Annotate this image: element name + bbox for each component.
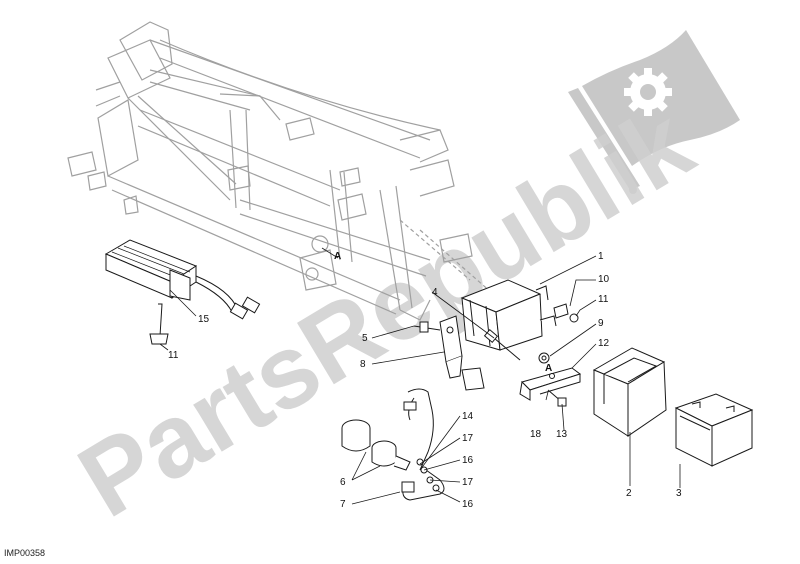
starter-relay bbox=[341, 419, 411, 471]
callout-12: 12 bbox=[598, 338, 610, 349]
mounting-bracket bbox=[439, 315, 485, 391]
callout-14: 14 bbox=[462, 411, 474, 422]
battery-clamp bbox=[519, 367, 582, 401]
diagram-reference-code: IMP00358 bbox=[4, 548, 46, 558]
nut-9 bbox=[538, 352, 550, 364]
callout-11-right: 11 bbox=[598, 294, 609, 305]
callout-17-lower: 17 bbox=[462, 477, 474, 488]
bolt-5 bbox=[413, 321, 441, 333]
gear-flag-icon bbox=[568, 30, 740, 194]
callout-1: 1 bbox=[598, 251, 604, 262]
callout-9: 9 bbox=[598, 318, 604, 329]
callout-6: 6 bbox=[340, 477, 346, 488]
callouts: 1 10 11 9 12 4 5 8 15 11 A A 18 13 2 3 1… bbox=[168, 251, 682, 510]
bolt-13 bbox=[547, 389, 567, 407]
callout-13: 13 bbox=[556, 429, 568, 440]
callout-4: 4 bbox=[432, 287, 438, 298]
battery-case-lower bbox=[592, 347, 667, 437]
relay-wiring bbox=[401, 388, 445, 501]
callout-15: 15 bbox=[198, 314, 210, 325]
detail-marker-a-clamp: A bbox=[545, 363, 552, 374]
callout-16-lower: 16 bbox=[462, 499, 474, 510]
callout-8: 8 bbox=[360, 359, 366, 370]
callout-10: 10 bbox=[598, 274, 610, 285]
callout-3: 3 bbox=[676, 488, 682, 499]
screw-10 bbox=[553, 303, 579, 323]
frame bbox=[67, 21, 501, 321]
watermark-logo bbox=[568, 30, 740, 194]
leader-lines bbox=[159, 247, 681, 505]
watermark-text: PartsRepublik bbox=[60, 85, 711, 540]
callout-5: 5 bbox=[362, 333, 368, 344]
detail-marker-a-frame: A bbox=[334, 251, 341, 262]
callout-7: 7 bbox=[340, 499, 346, 510]
callout-17-upper: 17 bbox=[462, 433, 474, 444]
battery bbox=[674, 393, 754, 467]
bolt-left bbox=[149, 303, 169, 345]
callout-18: 18 bbox=[530, 429, 542, 440]
voltage-regulator bbox=[104, 239, 261, 320]
callout-2: 2 bbox=[626, 488, 632, 499]
callout-11-left: 11 bbox=[168, 350, 179, 361]
callout-16-upper: 16 bbox=[462, 455, 474, 466]
